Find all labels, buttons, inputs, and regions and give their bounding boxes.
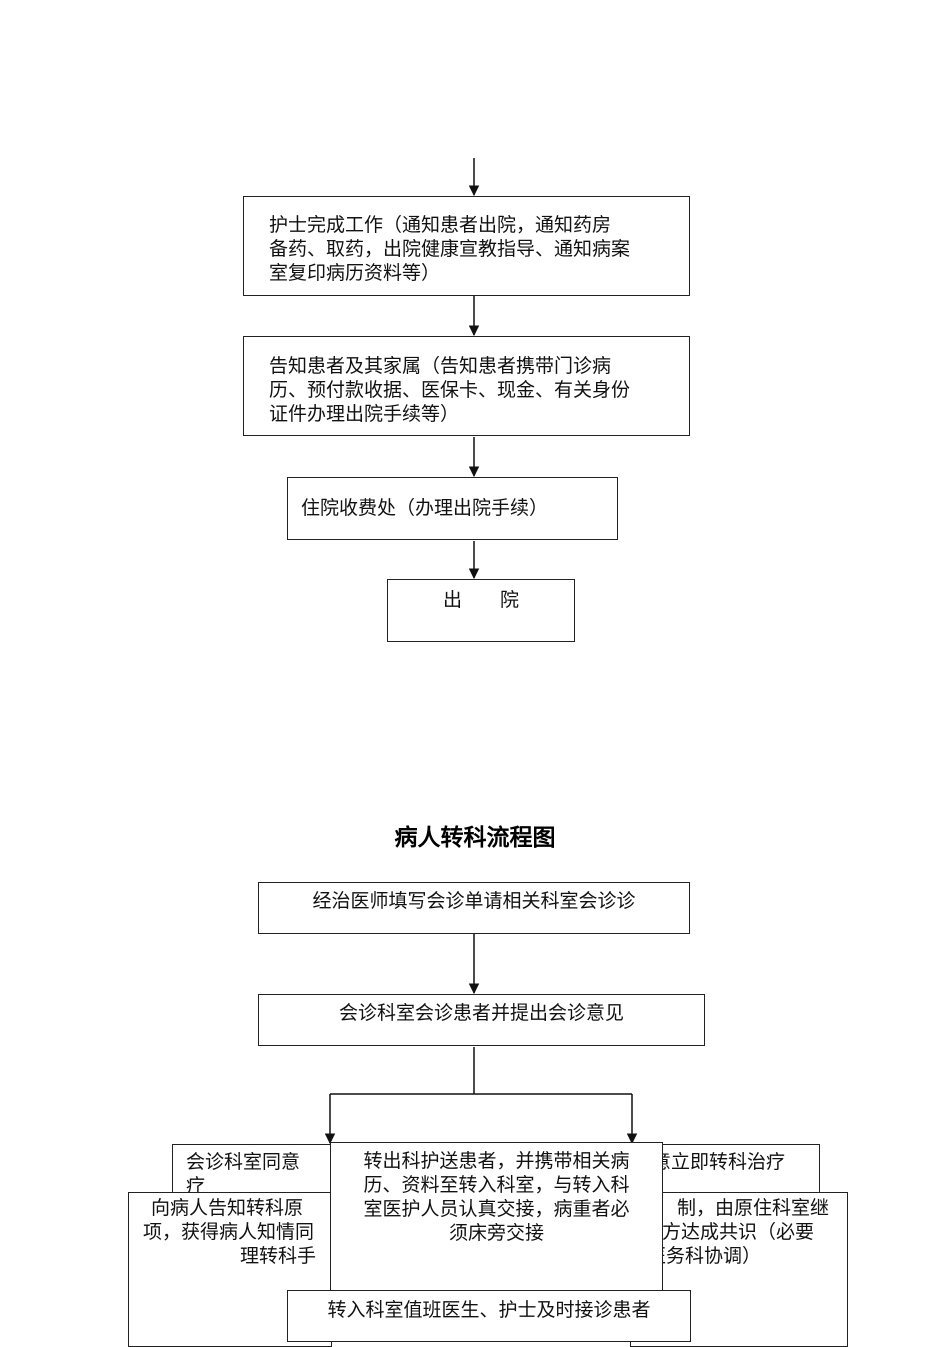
discharge-box: 出 院 [387, 579, 575, 642]
discharge-text: 出 院 [442, 589, 519, 611]
escort-patient-box: 转出科护送患者，并携带相关病 历、资料至转入科室，与转入科 室医护人员认真交接，… [330, 1142, 663, 1292]
cashier-box: 住院收费处（办理出院手续） [287, 477, 618, 540]
right-consensus-text: 制，由原住科室继 方达成共识（必要 医务科协调） [647, 1197, 830, 1267]
nurse-tasks-text: 护士完成工作（通知患者出院，通知药房 备药、取药，出院健康宣教指导、通知病案 室… [269, 214, 631, 284]
inform-family-box: 告知患者及其家属（告知患者携带门诊病 历、预付款收据、医保卡、现金、有关身份 证… [243, 336, 690, 436]
left-agree-text: 会诊科室同意 疗 [186, 1151, 301, 1194]
left-agree-box: 会诊科室同意 疗 [172, 1144, 332, 1194]
receive-patient-box: 转入科室值班医生、护士及时接诊患者 [287, 1290, 691, 1342]
receive-patient-text: 转入科室值班医生、护士及时接诊患者 [327, 1299, 651, 1321]
inform-family-text: 告知患者及其家属（告知患者携带门诊病 历、预付款收据、医保卡、现金、有关身份 证… [269, 355, 631, 425]
nurse-tasks-box: 护士完成工作（通知患者出院，通知药房 备药、取药，出院健康宣教指导、通知病案 室… [243, 196, 690, 296]
right-agree-box: 意立即转科治疗 [655, 1144, 820, 1194]
left-inform-text: 向病人告知转科原 项，获得病人知情同 理转科手 [143, 1197, 317, 1267]
consult-request-text: 经治医师填写会诊单请相关科室会诊诊 [312, 890, 636, 912]
consult-request-box: 经治医师填写会诊单请相关科室会诊诊 [258, 882, 690, 934]
transfer-flow-title: 病人转科流程图 [394, 825, 556, 851]
cashier-text: 住院收费处（办理出院手续） [301, 497, 549, 519]
consult-opinion-box: 会诊科室会诊患者并提出会诊意见 [258, 994, 705, 1046]
escort-patient-text: 转出科护送患者，并携带相关病 历、资料至转入科室，与转入科 室医护人员认真交接，… [363, 1150, 630, 1244]
consult-opinion-text: 会诊科室会诊患者并提出会诊意见 [338, 1002, 624, 1024]
right-agree-text: 意立即转科治疗 [655, 1151, 786, 1173]
